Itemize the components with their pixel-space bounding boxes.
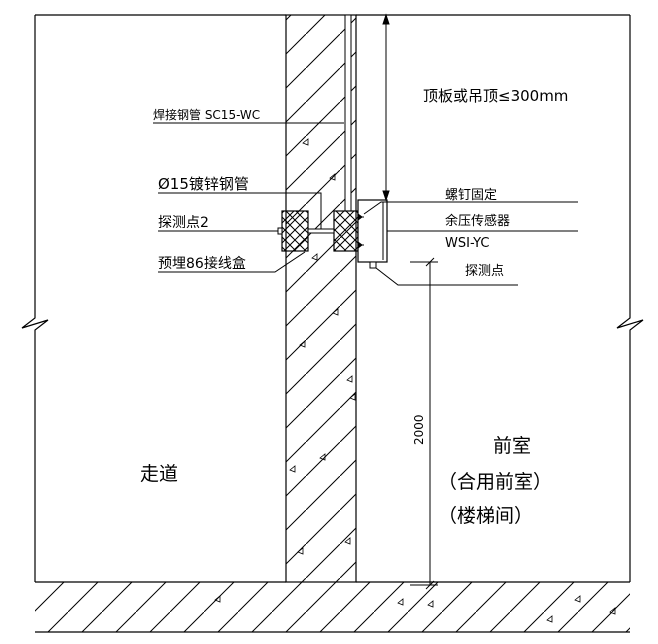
probe-point-2	[277, 227, 283, 235]
floor-slab	[35, 582, 630, 632]
junction-box-right	[333, 210, 359, 252]
welded-pipe-label: 焊接钢管 SC15-WC	[153, 107, 260, 122]
probe-2-label: 探测点2	[158, 215, 209, 231]
residual-pressure-sensor	[357, 199, 388, 263]
junction-box-label: 预埋86接线盒	[158, 255, 246, 272]
sensor-model-label: WSI-YC	[445, 236, 489, 251]
leader-lines	[153, 122, 578, 286]
screw-icon	[357, 213, 364, 249]
probe-point	[369, 261, 377, 269]
height-dimension-label: 2000	[412, 414, 426, 445]
aggregate-marks	[214, 138, 616, 623]
screw-fix-label: 螺钉固定	[445, 188, 497, 203]
height-dimension	[410, 257, 438, 590]
sensor-label: 余压传感器	[445, 213, 510, 229]
shared-front-room-label: （合用前室）	[438, 471, 552, 493]
front-room-label: 前室	[493, 435, 531, 457]
ceiling-dimension	[382, 13, 390, 202]
galvanized-pipe	[307, 228, 335, 234]
junction-box-left	[281, 210, 309, 252]
stairwell-label: （楼梯间）	[438, 505, 533, 527]
galvanized-pipe-label: Ø15镀锌钢管	[158, 175, 249, 193]
welded-steel-pipe	[344, 14, 352, 212]
ceiling-note: 顶板或吊顶≤300mm	[423, 87, 568, 105]
probe-label: 探测点	[465, 264, 504, 279]
corridor-label: 走道	[140, 463, 178, 485]
